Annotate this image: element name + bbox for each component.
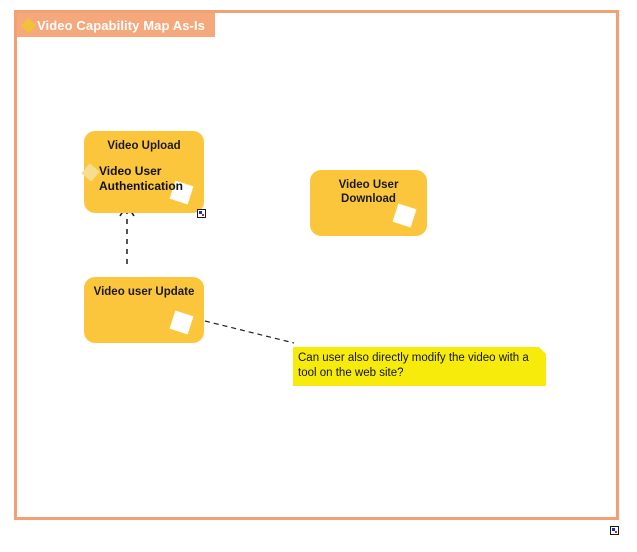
- diamond-icon: [20, 17, 37, 33]
- node-label: Video user Update: [93, 286, 195, 298]
- node-label: Video User Download: [338, 179, 399, 205]
- diagram-title-tab[interactable]: Video Capability Map As-Is: [17, 13, 216, 37]
- connector-update-to-note: [204, 320, 295, 344]
- diagram-frame: [14, 10, 619, 520]
- capability-node-video-user-authentication[interactable]: Video User Authentication: [81, 163, 210, 194]
- diagram-canvas[interactable]: Video Upload Video User Authentication V…: [17, 13, 616, 517]
- small-diamond-icon: [81, 163, 100, 182]
- capability-node-video-user-update[interactable]: Video user Update: [84, 277, 204, 343]
- capability-diamond-icon: [392, 203, 417, 228]
- selection-handle-icon[interactable]: [197, 209, 206, 218]
- note-text: Can user also directly modify the video …: [298, 352, 529, 379]
- diagram-title: Video Capability Map As-Is: [37, 17, 206, 33]
- selection-handle-icon[interactable]: [610, 526, 619, 535]
- node-label: Video User Authentication: [99, 164, 183, 193]
- capability-diamond-icon: [169, 310, 194, 335]
- node-label: Video Upload: [107, 140, 181, 152]
- capability-node-video-user-download[interactable]: Video User Download: [310, 170, 427, 236]
- connector-layer: [119, 203, 295, 344]
- note-fold-corner-icon: [538, 346, 547, 355]
- capability-node-video-upload[interactable]: Video Upload: [84, 131, 204, 213]
- note-annotation[interactable]: Can user also directly modify the video …: [293, 346, 547, 386]
